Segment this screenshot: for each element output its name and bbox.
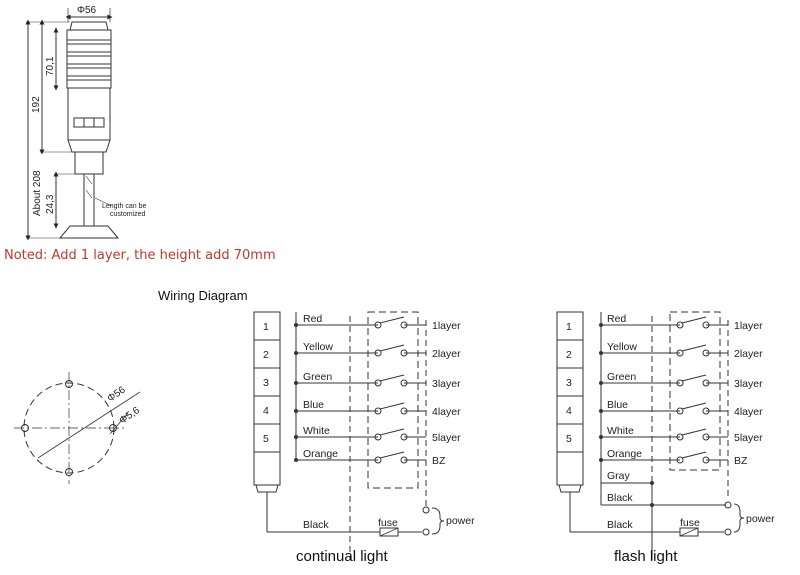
output-label: 2layer: [734, 348, 763, 360]
wire-label: Gray: [607, 470, 631, 482]
output-label: 1layer: [432, 320, 461, 332]
mount-hole-label: Φ5,6: [118, 405, 143, 427]
stack-number: 2: [566, 349, 572, 361]
wire-label: Red: [303, 313, 322, 325]
output-label: 1layer: [734, 320, 763, 332]
flash-light-caption: flash light: [614, 548, 678, 565]
wire-label: Red: [607, 313, 626, 325]
stack-number: 1: [263, 321, 269, 333]
dim-base-height: 24,3: [45, 194, 56, 214]
wire-label-black: Black: [607, 519, 633, 531]
continual-wiring: [253, 311, 445, 560]
output-label: BZ: [432, 455, 446, 467]
tower-dimension-labels: Φ56 70,1 192 About 208 24,3 Length can b…: [31, 5, 146, 218]
stack-number: 5: [263, 433, 269, 445]
length-note-line2: customized: [110, 211, 146, 218]
dim-total-height: 192: [31, 96, 42, 113]
continual-node-dots: [294, 323, 298, 462]
stack-number: 4: [566, 405, 572, 417]
fuse-label: fuse: [378, 517, 398, 529]
height-note: Noted: Add 1 layer, the height add 70mm: [4, 248, 276, 263]
mount-diameter-label: Φ56: [106, 384, 128, 404]
wire-label: Orange: [303, 448, 338, 460]
stack-number: 3: [566, 377, 572, 389]
output-label: 4layer: [734, 406, 763, 418]
wiring-diagram-title: Wiring Diagram: [158, 288, 248, 303]
flash-output-labels: 1layer 2layer 3layer 4layer 5layer BZ: [734, 320, 763, 467]
length-note-line1: Length can be: [102, 203, 146, 210]
wire-label: Green: [303, 371, 332, 383]
output-label: 5layer: [432, 432, 461, 444]
wire-label: Black: [607, 492, 633, 504]
wire-label: Blue: [607, 399, 628, 411]
tower-side-view: [25, 8, 120, 241]
dim-tier-height: 70,1: [45, 56, 56, 76]
output-label: 3layer: [432, 378, 461, 390]
output-label: 2layer: [432, 348, 461, 360]
continual-stack-numbers: 1 2 3 4 5: [263, 321, 269, 445]
wire-label: Yellow: [607, 341, 637, 353]
output-label: 3layer: [734, 378, 763, 390]
stack-number: 3: [263, 377, 269, 389]
wire-label: Blue: [303, 399, 324, 411]
wire-label: White: [607, 425, 634, 437]
flash-stack-numbers: 1 2 3 4 5: [566, 321, 572, 445]
continual-output-labels: 1layer 2layer 3layer 4layer 5layer BZ: [432, 320, 461, 467]
flash-wire-labels: Red Yellow Green Blue White Orange Gray …: [607, 313, 775, 531]
output-label: 5layer: [734, 432, 763, 444]
wire-label: White: [303, 425, 330, 437]
wire-label: Yellow: [303, 341, 333, 353]
continual-light-caption: continual light: [296, 548, 388, 565]
continual-wire-labels: Red Yellow Green Blue White Orange Black…: [303, 313, 475, 531]
stack-number: 4: [263, 405, 269, 417]
wire-label: Orange: [607, 448, 642, 460]
stack-number: 2: [263, 349, 269, 361]
fuse-label: fuse: [680, 517, 700, 529]
power-label: power: [746, 513, 775, 525]
output-label: BZ: [734, 455, 748, 467]
flash-wiring: [556, 311, 745, 560]
dim-top-diameter: Φ56: [77, 5, 97, 16]
wire-label: Green: [607, 371, 636, 383]
output-label: 4layer: [432, 406, 461, 418]
stack-number: 1: [566, 321, 572, 333]
power-label: power: [446, 515, 475, 527]
dim-about-height: About 208: [32, 170, 43, 216]
flash-node-dots: [599, 323, 654, 507]
stack-number: 5: [566, 433, 572, 445]
mount-hole-pattern: [14, 372, 141, 484]
wire-label-black: Black: [303, 519, 329, 531]
